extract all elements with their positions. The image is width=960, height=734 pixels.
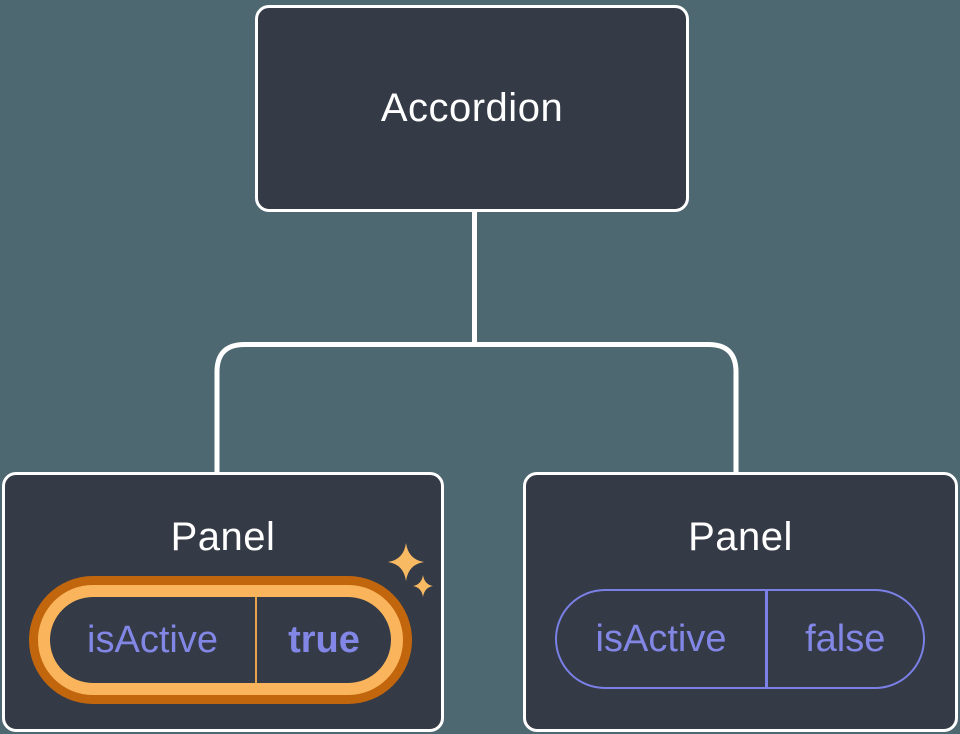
sparkles-icon: [388, 543, 433, 597]
accordion-node: Accordion: [255, 5, 689, 212]
prop-name-label: isActive: [87, 618, 218, 661]
is-active-prop-pill-true: isActive true: [50, 597, 391, 683]
panel-node-inactive: Panel isActive false: [523, 472, 958, 732]
prop-value-label: false: [805, 617, 886, 660]
panel-node-label: Panel: [688, 515, 793, 559]
sparkle-small: [413, 575, 433, 597]
branch-bracket-line: [214, 342, 739, 473]
prop-value-label: true: [288, 618, 360, 661]
sparkle-large: [388, 543, 424, 581]
pill-divider: [255, 597, 257, 683]
panel-node-label: Panel: [170, 515, 276, 559]
pill-divider: [765, 591, 768, 687]
prop-name-label: isActive: [595, 617, 727, 660]
is-active-prop-pill-false: isActive false: [555, 589, 925, 689]
panel-node-active: Panel isActive true: [2, 472, 444, 732]
accordion-node-label: Accordion: [380, 86, 564, 130]
